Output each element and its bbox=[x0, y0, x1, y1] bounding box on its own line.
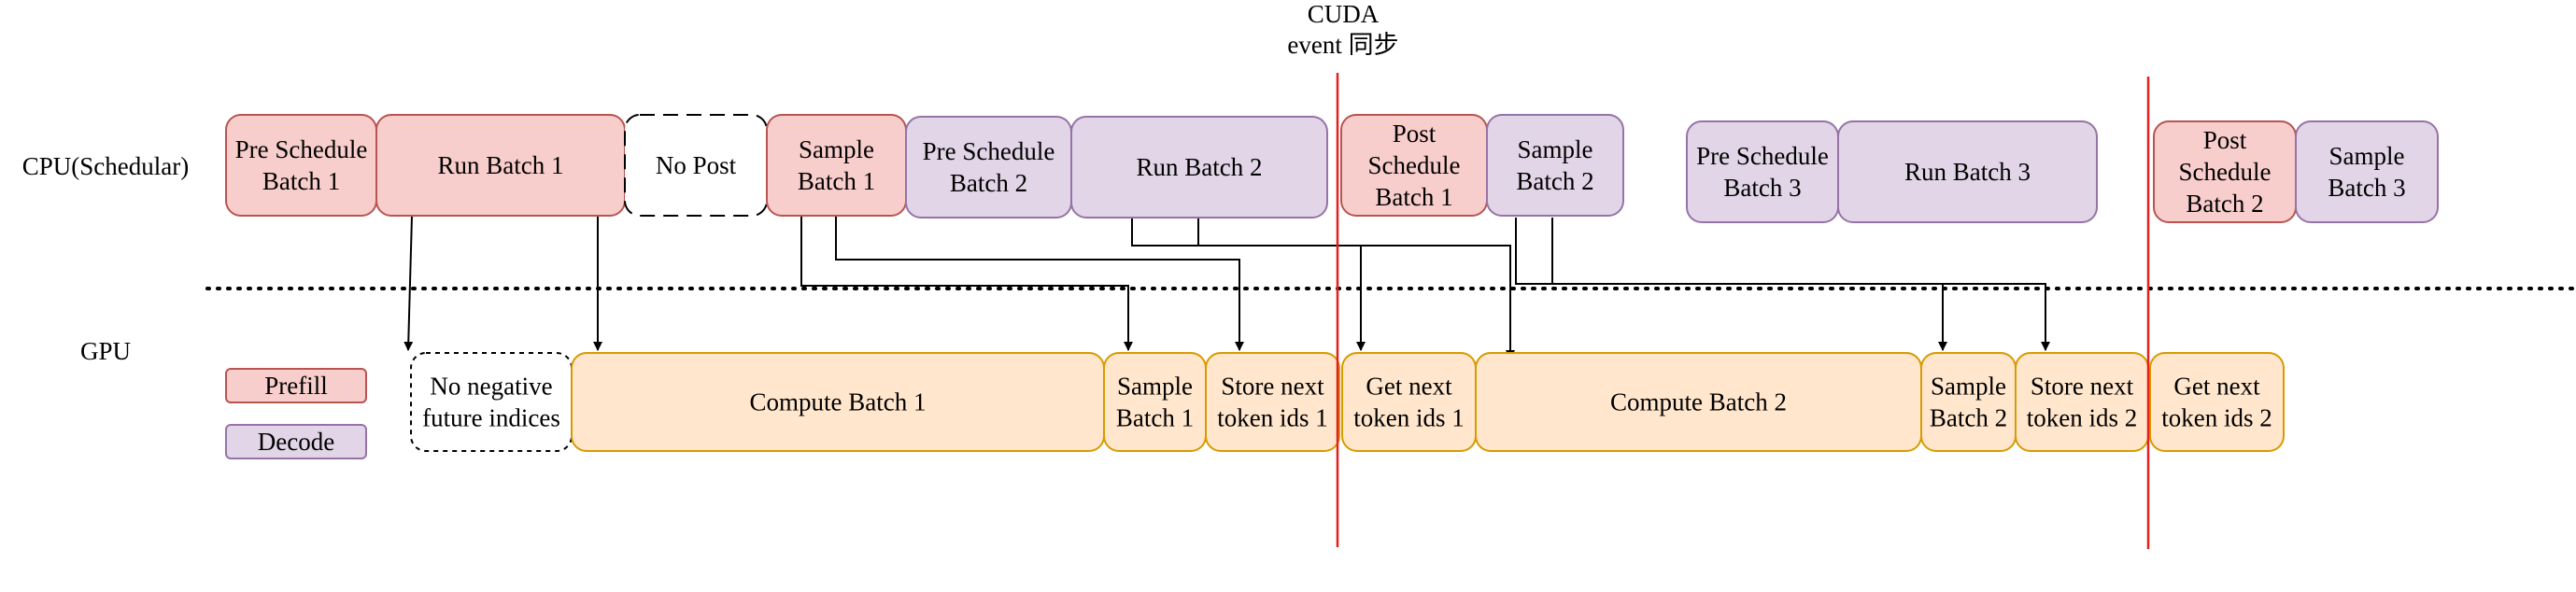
gpu-box-compute-batch-1: Compute Batch 1 bbox=[571, 352, 1105, 452]
get-next-token-ids-2-label-line-1: Get next bbox=[2173, 373, 2260, 401]
no-negative-future-indices-label-line-2: future indices bbox=[422, 404, 560, 432]
compute-batch-1-label-line-1: Compute Batch 1 bbox=[750, 388, 927, 416]
legend-prefill-label: Prefill bbox=[264, 372, 328, 400]
connector-sample-batch-1-to-gpu-sample-batch-1 bbox=[800, 216, 1133, 351]
store-next-token-ids-2-label-line-2: token ids 2 bbox=[2027, 404, 2138, 432]
gpu-sample-batch-1-rect bbox=[1103, 352, 1207, 452]
gpu-sample-batch-1-label-line-1: Sample bbox=[1117, 373, 1193, 401]
pre-schedule-batch-1-label-line-2: Batch 1 bbox=[262, 167, 340, 195]
pre-schedule-batch-2-rect bbox=[905, 116, 1072, 218]
store-next-token-ids-1-label-line-2: token ids 1 bbox=[1217, 404, 1328, 432]
cpu-box-no-post: No Post bbox=[624, 114, 768, 217]
gpu-box-no-negative-future-indices: No negative future indices bbox=[410, 352, 573, 452]
store-next-token-ids-1-rect bbox=[1205, 352, 1340, 452]
run-batch-1-label-line-1: Run Batch 1 bbox=[438, 151, 564, 179]
gpu-box-get-next-token-ids-1: Get next token ids 1 bbox=[1341, 352, 1477, 452]
pre-schedule-batch-3-label-line-2: Batch 3 bbox=[1723, 174, 1801, 202]
header-event-sync: event 同步 bbox=[1287, 31, 1398, 59]
gpu-lane-label: GPU bbox=[80, 337, 131, 365]
gpu-sample-batch-2-rect bbox=[1920, 352, 2017, 452]
post-schedule-batch-2-label-line-2: Schedule bbox=[2179, 158, 2272, 186]
run-batch-3-label-line-1: Run Batch 3 bbox=[1904, 158, 2031, 186]
no-post-label-line-1: No Post bbox=[656, 151, 737, 179]
sample-batch-1-rect bbox=[766, 114, 907, 217]
cpu-lane-label: CPU(Schedular) bbox=[22, 152, 189, 180]
connector-run-batch-2-to-get-next-1 bbox=[1131, 218, 1366, 351]
sample-batch-2-rect bbox=[1486, 114, 1624, 217]
cpu-box-run-batch-1: Run Batch 1 bbox=[375, 114, 626, 217]
legend-decode-swatch bbox=[225, 424, 367, 459]
get-next-token-ids-2-rect bbox=[2149, 352, 2285, 452]
store-next-token-ids-2-label-line-1: Store next bbox=[2031, 373, 2134, 401]
pre-schedule-batch-3-label-line-1: Pre Schedule bbox=[1696, 142, 1829, 170]
sample-batch-1-label-line-1: Sample bbox=[799, 135, 874, 163]
gpu-sample-batch-2-label-line-1: Sample bbox=[1931, 373, 2006, 401]
pre-schedule-batch-1-label-line-1: Pre Schedule bbox=[235, 135, 368, 163]
post-schedule-batch-1-label-line-2: Schedule bbox=[1368, 151, 1461, 179]
get-next-token-ids-1-label-line-2: token ids 1 bbox=[1353, 404, 1465, 432]
store-next-token-ids-2-rect bbox=[2015, 352, 2149, 452]
no-negative-future-indices-rect bbox=[410, 352, 573, 452]
run-batch-2-rect bbox=[1070, 116, 1328, 218]
connector-sample-batch-1-to-store-next-1 bbox=[835, 216, 1244, 351]
legend: Prefill Decode bbox=[225, 368, 367, 459]
get-next-token-ids-1-rect bbox=[1341, 352, 1477, 452]
gpu-lane: No negative future indices Compute Batch 1… bbox=[410, 352, 2285, 452]
run-batch-3-rect bbox=[1837, 120, 2098, 223]
compute-batch-2-label-line-1: Compute Batch 2 bbox=[1610, 388, 1787, 416]
pre-schedule-batch-2-label-line-1: Pre Schedule bbox=[923, 137, 1055, 165]
connectors bbox=[403, 215, 2050, 359]
sample-batch-2-label-line-1: Sample bbox=[1518, 135, 1593, 163]
gpu-box-store-next-token-ids-1: Store next token ids 1 bbox=[1205, 352, 1340, 452]
pre-schedule-batch-3-rect bbox=[1686, 120, 1839, 223]
get-next-token-ids-1-label-line-1: Get next bbox=[1366, 373, 1452, 401]
header-cuda: CUDA bbox=[1308, 0, 1380, 28]
gpu-box-compute-batch-2: Compute Batch 2 bbox=[1475, 352, 1922, 452]
gpu-sample-batch-2-label-line-2: Batch 2 bbox=[1930, 404, 2007, 432]
legend-decode-label: Decode bbox=[258, 428, 334, 456]
gpu-box-get-next-token-ids-2: Get next token ids 2 bbox=[2149, 352, 2285, 452]
no-negative-future-indices-label-line-1: No negative bbox=[430, 373, 552, 401]
cpu-box-run-batch-2: Run Batch 2 bbox=[1070, 116, 1328, 218]
gpu-sample-batch-1-label-line-2: Batch 1 bbox=[1116, 404, 1194, 432]
sample-batch-2-label-line-2: Batch 2 bbox=[1516, 167, 1593, 195]
pre-schedule-batch-1-rect bbox=[225, 114, 377, 217]
post-schedule-batch-1-label-line-3: Batch 1 bbox=[1375, 183, 1452, 211]
gpu-box-store-next-token-ids-2: Store next token ids 2 bbox=[2015, 352, 2149, 452]
sample-batch-3-label-line-2: Batch 3 bbox=[2328, 174, 2405, 202]
post-schedule-batch-1-label-line-1: Post bbox=[1393, 120, 1437, 148]
cpu-box-run-batch-3: Run Batch 3 bbox=[1837, 120, 2098, 223]
run-batch-2-label-line-1: Run Batch 2 bbox=[1137, 153, 1263, 181]
sample-batch-1-label-line-2: Batch 1 bbox=[798, 167, 875, 195]
post-schedule-batch-2-label-line-1: Post bbox=[2203, 126, 2247, 154]
sample-batch-3-label-line-1: Sample bbox=[2329, 142, 2405, 170]
pre-schedule-batch-2-label-line-2: Batch 2 bbox=[950, 169, 1027, 197]
get-next-token-ids-2-label-line-2: token ids 2 bbox=[2161, 404, 2272, 432]
sample-batch-3-rect bbox=[2295, 120, 2439, 223]
legend-prefill-swatch bbox=[225, 368, 367, 403]
connector-sample-batch-2-to-store-next-2 bbox=[1551, 218, 2050, 351]
store-next-token-ids-1-label-line-1: Store next bbox=[1221, 373, 1324, 401]
connector-run-batch-2-to-compute-batch-2 bbox=[1197, 218, 1515, 359]
post-schedule-batch-2-label-line-3: Batch 2 bbox=[2186, 190, 2263, 218]
connector-run-batch-1-to-no-negative bbox=[403, 215, 414, 351]
